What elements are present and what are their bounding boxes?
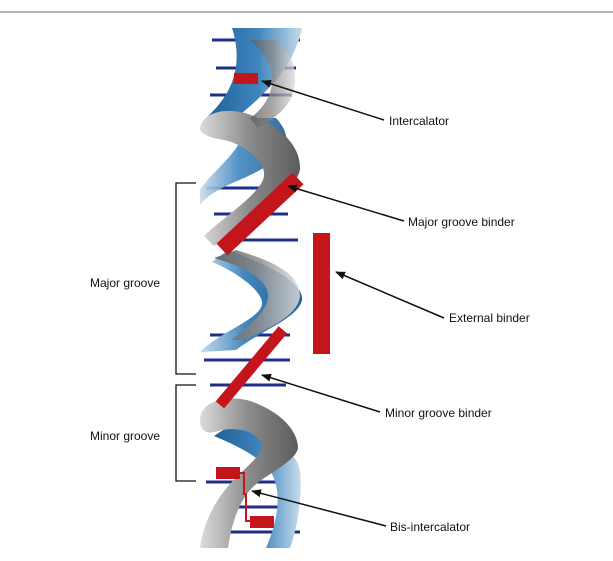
external-binder-bar — [313, 233, 330, 354]
bis-intercalator-block-bottom — [250, 516, 274, 528]
label-external-binder: External binder — [449, 311, 530, 325]
groove-brackets — [176, 183, 196, 481]
helix-strands — [200, 28, 302, 548]
label-major-groove-binder: Major groove binder — [408, 215, 515, 229]
arrow-external-binder — [336, 272, 444, 318]
arrow-minor-groove-binder — [262, 375, 380, 412]
label-intercalator: Intercalator — [389, 114, 449, 128]
label-minor-groove: Minor groove — [90, 429, 160, 443]
minor-groove-bracket — [176, 385, 196, 481]
bis-intercalator-block-top — [216, 467, 240, 479]
major-groove-bracket — [176, 183, 196, 374]
label-major-groove: Major groove — [90, 276, 160, 290]
arrow-major-groove-binder — [288, 186, 404, 221]
label-minor-groove-binder: Minor groove binder — [385, 406, 492, 420]
intercalator-block — [234, 73, 258, 84]
label-bis-intercalator: Bis-intercalator — [390, 520, 470, 534]
